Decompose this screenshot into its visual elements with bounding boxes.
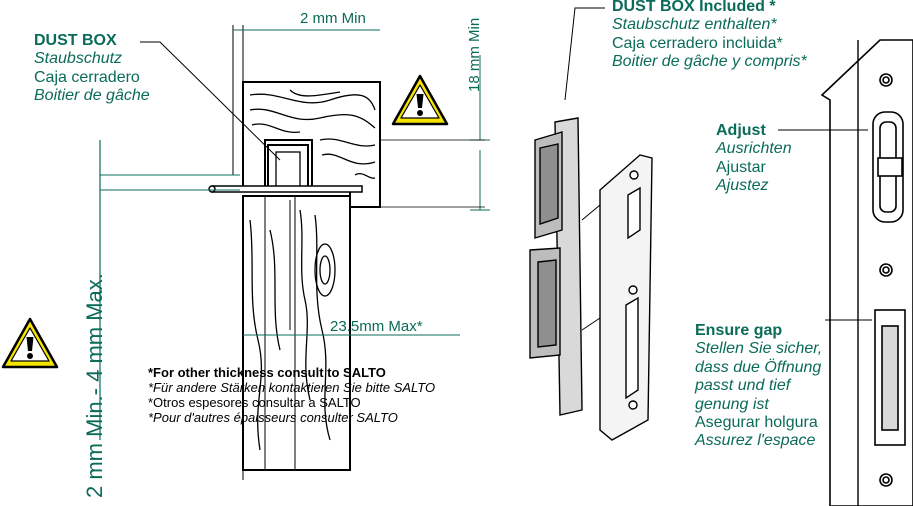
ensure-gap-title: Ensure gap	[695, 322, 783, 339]
ensure-gap-de-1: Stellen Sie sicher,	[695, 340, 823, 358]
strike-plate-perspective	[529, 117, 653, 441]
adjust-label: Adjust Ausrichten Ajustar Ajustez	[716, 122, 792, 196]
ensure-gap-de-2: dass due Öffnung	[695, 358, 822, 376]
dust-box-es: Caja cerradero	[34, 68, 140, 86]
min-gap-dimension: 2 mm Min	[300, 10, 366, 27]
adjust-fr: Ajustez	[716, 177, 769, 195]
note-en: *For other thickness consult to SALTO	[148, 365, 386, 380]
ensure-gap-es: Asegurar holgura	[695, 413, 818, 431]
note-fr: *Pour d'autres épaisseurs consulter SALT…	[148, 409, 398, 425]
note-es: *Otros espesores consultar a SALTO	[148, 394, 361, 410]
strike-plate-front	[778, 39, 913, 506]
thickness-note: *For other thickness consult to SALTO *F…	[148, 365, 436, 426]
dust-box-included-es: Caja cerradero incluida*	[612, 34, 783, 52]
adjust-de: Ausrichten	[716, 140, 792, 158]
dust-box-included-de: Staubschutz enthalten*	[612, 16, 777, 34]
ensure-gap-fr: Assurez l'espace	[695, 432, 816, 450]
dust-box-label: DUST BOX Staubschutz Caja cerradero Boit…	[34, 32, 150, 106]
warning-triangle-icon	[391, 74, 449, 126]
dust-box-included-title: DUST BOX Included *	[612, 0, 776, 15]
ensure-gap-label: Ensure gap Stellen Sie sicher, dass due …	[695, 322, 822, 451]
dust-box-fr: Boitier de gâche	[34, 87, 150, 105]
ensure-gap-de-4: genung ist	[695, 395, 769, 413]
dust-box-included-fr: Boitier de gâche y compris*	[612, 53, 807, 71]
max-offset-dimension: 23.5mm Max*	[330, 318, 423, 335]
min-depth-dimension: 18 mm Min	[466, 17, 483, 92]
note-de: *Für andere Stärken kontaktieren Sie bit…	[148, 379, 436, 395]
adjust-title: Adjust	[716, 122, 766, 139]
dust-box-title: DUST BOX	[34, 32, 117, 49]
section-view	[99, 25, 490, 480]
dust-box-de: Staubschutz	[34, 50, 123, 68]
ensure-gap-de-3: passt und tief	[695, 377, 791, 395]
dust-box-included-label: DUST BOX Included * Staubschutz enthalte…	[612, 0, 807, 72]
warning-triangle-icon	[1, 317, 59, 369]
range-dimension: 2 mm Min.- 4 mm Max.	[82, 273, 107, 498]
adjust-es: Ajustar	[716, 158, 766, 176]
